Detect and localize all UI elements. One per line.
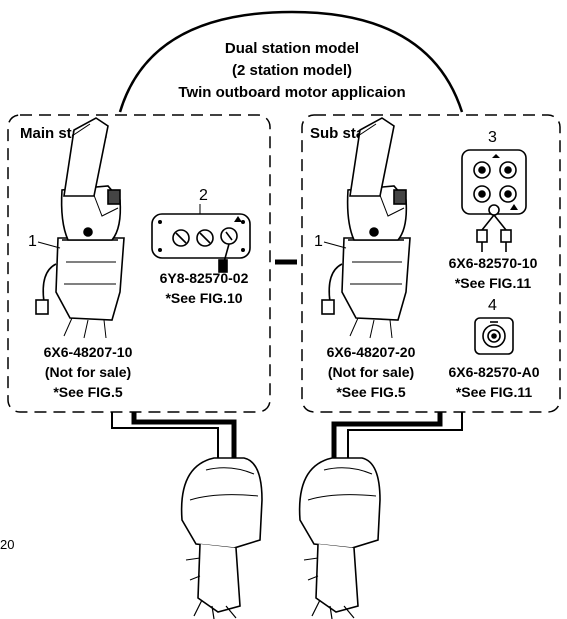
sub-switch-panel-3	[461, 149, 527, 252]
sub-switch-panel-4	[474, 317, 514, 355]
header-line-1: Dual station model	[225, 40, 359, 57]
sub-control-note: (Not for sale)	[328, 364, 414, 380]
main-control-lever	[35, 117, 125, 339]
main-control-ref: *See FIG.5	[53, 384, 122, 400]
sub-control-part: 6X6-48207-20	[327, 344, 416, 360]
main-control-note: (Not for sale)	[45, 364, 131, 380]
main-panel-ref: *See FIG.10	[165, 290, 242, 306]
sub-panel-4-ref: *See FIG.11	[456, 384, 532, 400]
header-arch	[118, 10, 464, 113]
outboard-motor-left	[180, 457, 263, 619]
header-line-3: Twin outboard motor applicaion	[178, 84, 405, 101]
motor-cables	[111, 412, 463, 460]
sub-control-lever	[321, 117, 411, 339]
sub-panel-3-number: 3	[488, 129, 497, 146]
sub-panel-4-part: 6X6-82570-A0	[448, 364, 539, 380]
sub-station-box	[301, 114, 561, 413]
main-panel-number: 2	[199, 187, 208, 204]
main-switch-panel	[151, 213, 251, 273]
outboard-motor-right	[298, 457, 381, 619]
sub-panel-3-ref: *See FIG.11	[455, 275, 531, 291]
sub-panel-4-number: 4	[488, 297, 497, 314]
sub-panel-3-part: 6X6-82570-10	[449, 255, 538, 271]
main-control-number: 1	[28, 233, 37, 250]
sub-control-number: 1	[314, 233, 323, 250]
main-station-box	[7, 114, 271, 413]
main-control-part: 6X6-48207-10	[44, 344, 133, 360]
sub-control-ref: *See FIG.5	[336, 384, 405, 400]
main-panel-part: 6Y8-82570-02	[160, 270, 249, 286]
edge-fragment-text: 20	[0, 537, 14, 552]
header-line-2: (2 station model)	[232, 62, 352, 79]
